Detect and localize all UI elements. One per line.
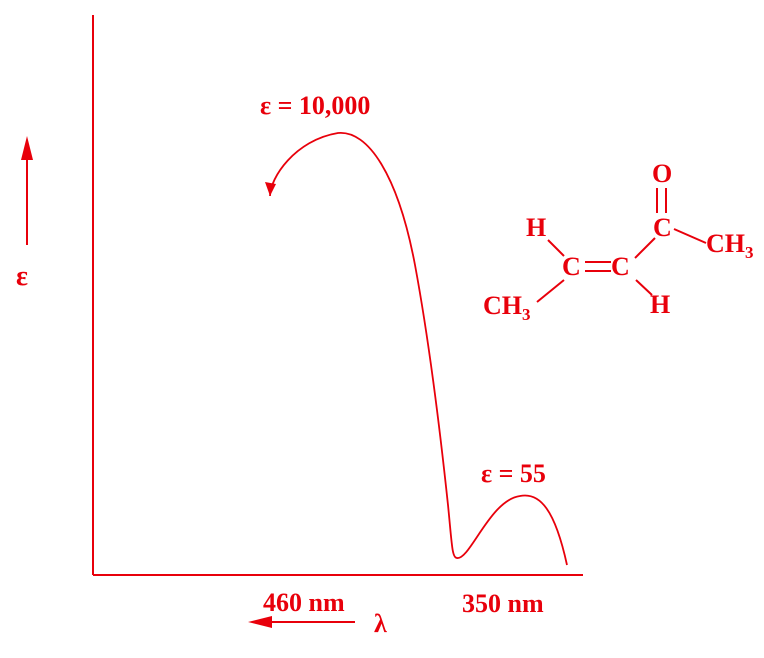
chemical-structure: O C CH3 C H C H CH3 — [483, 159, 754, 324]
spectrum-curve — [269, 132, 568, 566]
bond-alpha-h — [635, 279, 653, 296]
atom-ch3-right: CH3 — [706, 229, 754, 262]
peak-annotation-low: ε = 55 — [481, 459, 546, 488]
bond-c-ch3-right — [673, 228, 707, 244]
atom-h-top: H — [526, 213, 546, 242]
y-axis-label: ε — [16, 261, 28, 292]
atom-h-bottom: H — [650, 290, 670, 319]
x-axis-label: λ — [374, 609, 387, 638]
peak-annotation-high: ε = 10,000 — [260, 91, 370, 120]
atom-c-alpha: C — [611, 252, 630, 281]
spectrum-curve-arrowhead — [265, 182, 276, 196]
tick-label-350nm: 350 nm — [462, 589, 544, 618]
bond-beta-h — [547, 239, 565, 257]
bond-carbonyl-alpha — [634, 237, 656, 259]
tick-label-460nm: 460 nm — [263, 588, 345, 617]
bond-beta-ch3 — [536, 279, 565, 303]
x-axis-arrow-head — [248, 616, 272, 628]
y-axis-arrow-head — [21, 136, 33, 160]
atom-ch3-left: CH3 — [483, 291, 531, 324]
atom-c-carbonyl: C — [653, 213, 672, 242]
atom-o: O — [652, 159, 672, 188]
atom-c-beta: C — [562, 252, 581, 281]
